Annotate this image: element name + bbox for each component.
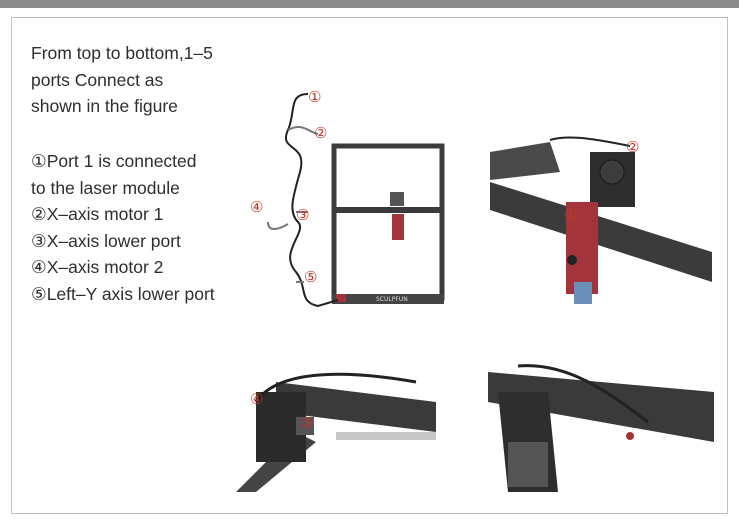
guide-rod	[336, 432, 436, 440]
x-axis-motor-figure: ④ ③	[236, 362, 436, 492]
callout-4: ④	[250, 198, 263, 216]
intro-line-3: shown in the figure	[31, 96, 178, 116]
stepper-motor	[296, 417, 314, 435]
brand-label: SCULPFUN	[376, 296, 408, 303]
x-axis-beam	[490, 182, 712, 282]
port-line-6: ⑤Left–Y axis lower port	[31, 283, 215, 304]
cable-branch-4	[267, 221, 289, 230]
top-bar	[0, 0, 739, 8]
focus-knob	[567, 255, 577, 265]
laser-carriage	[390, 192, 404, 206]
wiring-overview-figure: SCULPFUN ① ② ③ ④ ⑤	[248, 82, 448, 322]
cable	[517, 364, 649, 424]
callout-4: ④	[250, 390, 263, 408]
gantry-frame	[490, 142, 560, 180]
port-line-1: ①Port 1 is connected	[31, 151, 197, 171]
port-line-5: ④X–axis motor 2	[31, 257, 164, 277]
intro-line-1: From top to bottom,1–5	[31, 43, 213, 63]
callout-3: ③	[296, 206, 309, 224]
port-line-3: ②X–axis motor 1	[31, 204, 164, 224]
corner-bracket	[508, 442, 548, 487]
y-axis-port-figure	[488, 362, 714, 492]
port-box	[336, 294, 346, 302]
front-rail	[332, 294, 444, 304]
intro-line-2: ports Connect as	[31, 69, 164, 90]
laser-module	[392, 214, 404, 240]
callout-3: ③	[300, 414, 313, 432]
cable-branch-2	[287, 125, 319, 135]
callout-2: ②	[626, 138, 639, 156]
laser-module-body	[566, 202, 598, 294]
callout-1: ①	[564, 206, 577, 224]
laser-lens	[574, 282, 592, 304]
laser-module-figure: ② ①	[490, 132, 712, 312]
fan-grille	[599, 159, 625, 185]
callout-2: ②	[314, 124, 327, 142]
port-connector	[626, 432, 634, 440]
intro-text: From top to bottom,1–5 ports Connect as …	[31, 40, 271, 120]
callout-1: ①	[308, 88, 321, 106]
port-list: ①Port 1 is connected to the laser module…	[31, 148, 215, 307]
port-line-2: to the laser module	[31, 177, 180, 198]
x-axis-beam	[276, 382, 436, 432]
callout-5: ⑤	[304, 268, 317, 286]
machine-frame	[331, 143, 445, 301]
laser-cable	[549, 136, 631, 147]
cable	[254, 372, 417, 403]
port-line-4: ③X–axis lower port	[31, 230, 181, 251]
x-axis-beam	[334, 207, 444, 213]
x-axis-beam	[488, 372, 714, 442]
